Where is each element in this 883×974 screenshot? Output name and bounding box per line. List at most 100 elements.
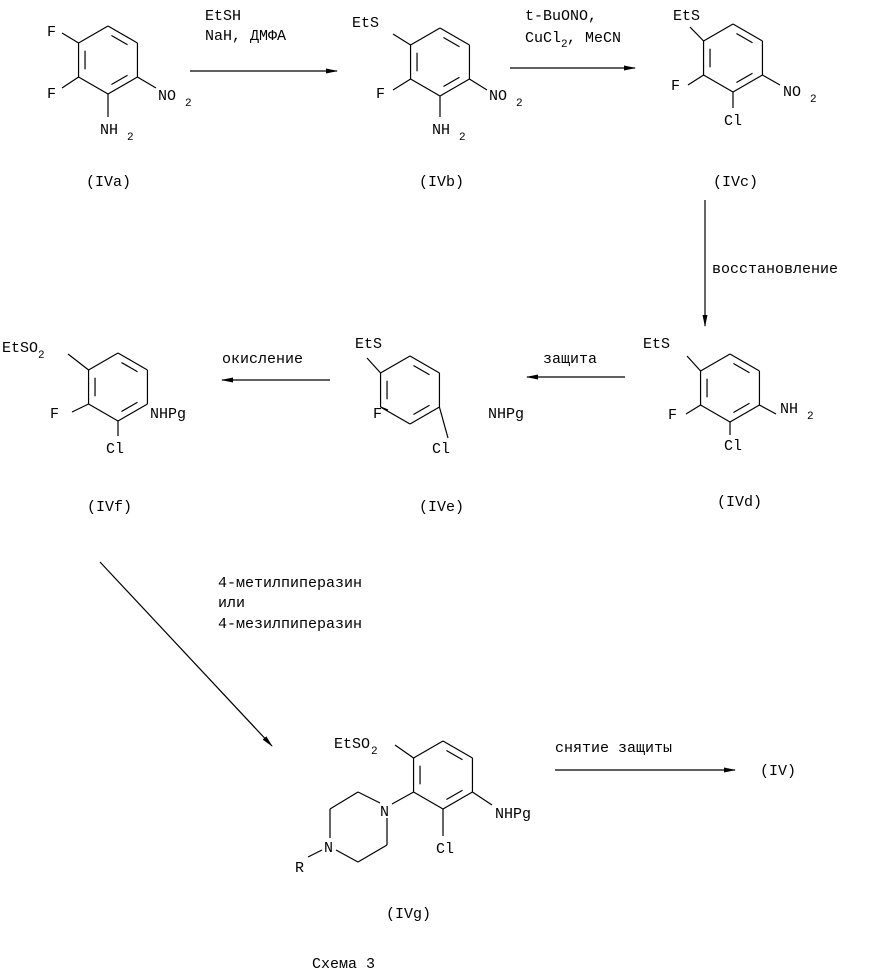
compound-IVb: EtS F NH 2 NO 2 (IVb) — [352, 15, 523, 191]
group-EtS: EtS — [355, 336, 382, 353]
bond — [730, 405, 759, 422]
subscript: 2 — [516, 98, 523, 110]
bond — [118, 353, 147, 370]
benzene-ring — [89, 353, 148, 421]
compound-label: (IVc) — [713, 174, 758, 191]
benzene-ring — [411, 28, 470, 96]
subscript: 2 — [38, 350, 45, 362]
group-NO2: NO — [489, 88, 507, 105]
bond — [440, 28, 469, 45]
bond — [410, 356, 439, 373]
bond — [733, 363, 749, 372]
bond — [413, 405, 429, 414]
bond — [381, 407, 410, 424]
compound-IVc: EtS F Cl NO 2 (IVc) — [671, 8, 817, 191]
group-NHPg: NHPg — [495, 806, 531, 823]
bond — [443, 37, 459, 46]
bond — [411, 79, 440, 96]
reagent-text: или — [218, 595, 245, 612]
bond — [701, 354, 730, 371]
atom-F: F — [50, 406, 59, 423]
atom-Cl: Cl — [106, 441, 124, 458]
group-NH2: NH — [780, 401, 798, 418]
subscript: 2 — [127, 132, 134, 144]
bond — [79, 26, 108, 43]
bond — [701, 405, 730, 422]
reagent-text: , MeCN — [567, 30, 621, 47]
bond — [704, 75, 733, 92]
compound-IVf: EtSO 2 F Cl NHPg (IVf) — [2, 340, 186, 516]
bond — [446, 790, 462, 799]
bond — [414, 792, 443, 809]
bond — [443, 792, 472, 809]
bond — [381, 356, 410, 373]
bond — [704, 24, 733, 41]
bond — [440, 79, 469, 96]
group-EtS: EtS — [352, 15, 379, 32]
atom-Cl: Cl — [432, 441, 450, 458]
atom-Cl: Cl — [724, 438, 742, 455]
group-NH2: NH — [100, 122, 118, 139]
subscript: 2 — [371, 746, 378, 758]
bond — [413, 365, 429, 374]
bond — [733, 403, 749, 412]
bond — [733, 24, 762, 41]
bond — [89, 404, 118, 421]
subscript: 2 — [459, 132, 466, 144]
bond — [108, 26, 137, 43]
atom-F: F — [376, 86, 385, 103]
compound-label: (IVe) — [419, 499, 464, 516]
group-EtS: EtS — [643, 336, 670, 353]
reagent-text: NaH, ДМФА — [205, 28, 286, 45]
bond — [736, 73, 752, 82]
bond — [79, 77, 108, 94]
benzene-ring — [701, 354, 760, 422]
atom-Cl: Cl — [724, 113, 742, 130]
scheme-caption: Схема 3 — [312, 956, 375, 973]
subscript: 2 — [810, 94, 817, 106]
group-R: R — [295, 860, 304, 877]
atom-F: F — [671, 78, 680, 95]
bond — [410, 407, 439, 424]
atom-F: F — [47, 86, 56, 103]
bond — [443, 77, 459, 86]
bond — [121, 362, 137, 371]
compound-label: (IVb) — [419, 174, 464, 191]
atom-Cl: Cl — [436, 841, 454, 858]
benzene-ring — [79, 26, 138, 94]
reagent-text: защита — [543, 351, 597, 368]
benzene-ring — [381, 356, 440, 424]
reagent-text: 4-метилпиперазин — [218, 575, 362, 592]
piperazine-ring — [308, 792, 387, 862]
atom-N: N — [324, 840, 333, 857]
reagent-text: CuCl — [525, 30, 561, 47]
group-NO2: NO — [158, 88, 176, 105]
group-EtSO2: EtSO — [2, 340, 38, 357]
group-NO2: NO — [783, 84, 801, 101]
group-EtSO2: EtSO — [334, 736, 370, 753]
atom-F: F — [373, 406, 382, 423]
bond — [111, 35, 127, 44]
reagent-text: восстановление — [712, 261, 838, 278]
compound-label: (IVg) — [386, 906, 431, 923]
compound-IVd: EtS F Cl NH 2 (IVd) — [643, 336, 814, 511]
group-EtS: EtS — [673, 8, 700, 25]
group-NH2: NH — [432, 122, 450, 139]
bond — [730, 354, 759, 371]
bond — [443, 741, 472, 758]
atom-N: N — [380, 804, 389, 821]
product-label: (IV) — [760, 763, 796, 780]
group-NHPg: NHPg — [150, 406, 186, 423]
compound-IVg: EtSO 2 N N R Cl NHPg (IVg) — [295, 736, 531, 923]
benzene-ring — [414, 741, 473, 809]
bond — [118, 404, 147, 421]
compound-IVa: F F NH 2 NO 2 (IVa) — [47, 24, 192, 191]
atom-F: F — [668, 407, 677, 424]
bond — [89, 353, 118, 370]
reagent-text: окисление — [222, 351, 303, 368]
atom-F: F — [47, 24, 56, 41]
bond — [121, 402, 137, 411]
bond — [414, 741, 443, 758]
bond — [111, 75, 127, 84]
reagent-text: t-BuONO, — [525, 8, 597, 25]
